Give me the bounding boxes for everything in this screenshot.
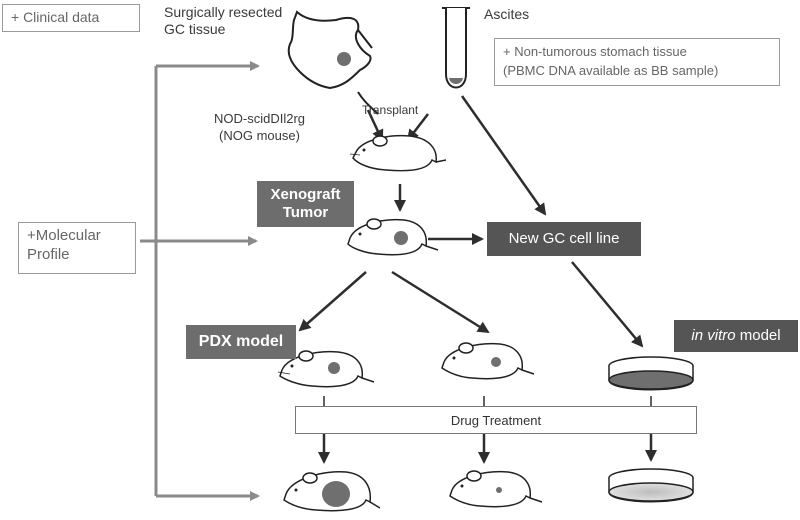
- nog-mouse-label: NOD-scidDIl2rg (NOG mouse): [214, 111, 306, 143]
- xenograft-tumor-box: Xenograft Tumor: [257, 181, 354, 227]
- pdx-model-box: PDX model: [186, 325, 296, 359]
- drug-treatment-box: Drug Treatment: [295, 406, 697, 434]
- cellline-to-invitro-arrow: [571, 261, 644, 348]
- branch-arrow-left: [298, 271, 367, 332]
- transplant-label: Transplant: [362, 103, 419, 117]
- in-vitro-italic-label: in vitro: [691, 327, 736, 344]
- ascites-to-cellline-arrow: [460, 95, 547, 216]
- non-tumorous-tissue-box: + Non-tumorous stomach tissue (PBMC DNA …: [494, 38, 780, 86]
- pdx-mouse-left-icon: [277, 350, 375, 388]
- pdx-mouse-right-icon: [441, 342, 535, 380]
- in-vitro-model-box: in vitro model: [674, 320, 798, 352]
- invitro-dish-icon: [608, 356, 694, 391]
- gc-tissue-label: Surgically resected GC tissue: [164, 4, 283, 37]
- new-gc-cell-line-box: New GC cell line: [487, 222, 641, 256]
- nog-mouse-icon: [349, 134, 447, 172]
- clinical-data-box: + Clinical data: [2, 4, 140, 32]
- xenograft-mouse-icon: [347, 218, 439, 256]
- transplant-arrow-left: [366, 109, 384, 142]
- ascites-label: Ascites: [484, 6, 530, 22]
- in-vitro-model-label: model: [735, 327, 781, 344]
- stomach-tissue-icon: [287, 10, 379, 115]
- molecular-profile-box: +Molecular Profile: [18, 222, 136, 274]
- molecular-profile-bracket: [140, 61, 260, 501]
- result-mouse-large-tumor-icon: [283, 470, 381, 512]
- result-dish-icon: [608, 468, 694, 503]
- ascites-tube-icon: [442, 7, 470, 89]
- result-mouse-small-tumor-icon: [449, 470, 543, 508]
- branch-arrow-right: [391, 270, 490, 334]
